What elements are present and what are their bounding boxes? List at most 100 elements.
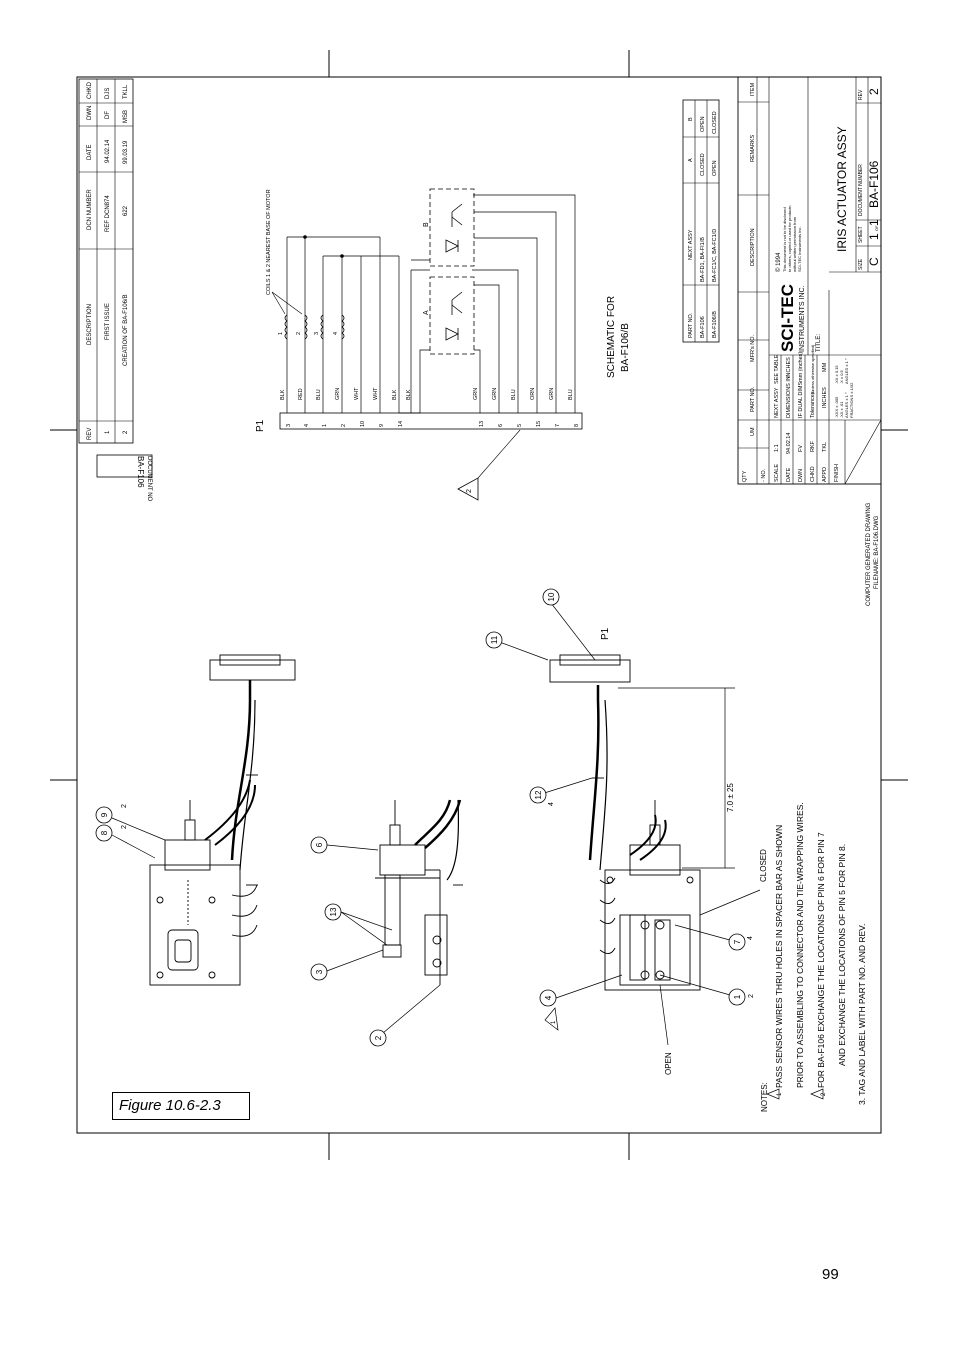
date-value: 94.02.14 bbox=[786, 433, 792, 454]
chkd-value: RKF bbox=[810, 440, 816, 452]
schematic: P1 3 4 1 2 10 9 14 13 6 5 15 7 8 bbox=[255, 188, 631, 501]
b-header: B bbox=[688, 117, 694, 121]
wire-color: ORN bbox=[530, 388, 536, 400]
rev-label: REV bbox=[858, 89, 864, 100]
assembly-top-view bbox=[149, 654, 296, 986]
coils-note: COILS 1 & 2 NEAREST BASE OF MOTOR bbox=[266, 189, 272, 295]
pin-label: 9 bbox=[379, 424, 385, 427]
bom-item: ITEM bbox=[750, 82, 756, 96]
pin-label: 10 bbox=[360, 421, 366, 427]
notes-flag bbox=[766, 1088, 780, 1100]
registration-marks bbox=[50, 50, 908, 1160]
tol-mm-1: .XX ± 0.15 bbox=[834, 365, 839, 384]
revision-value: 2 bbox=[867, 88, 881, 95]
qty-8: 2 bbox=[121, 825, 128, 829]
closed-label: CLOSED bbox=[759, 849, 768, 882]
wire-color: BLU bbox=[316, 389, 322, 400]
description-header: DESCRIPTION bbox=[87, 304, 93, 345]
schematic-title: SCHEMATIC FOR bbox=[606, 296, 617, 378]
see-table: SEE TABLE bbox=[774, 354, 780, 384]
pin-label: 14 bbox=[398, 421, 404, 427]
dwn-label: DWN bbox=[798, 469, 804, 482]
wire-color: BLK bbox=[392, 389, 398, 400]
dims-in-unit: INCHES bbox=[786, 357, 792, 378]
copyright-note: without written permission from bbox=[792, 216, 797, 272]
balloon-10: 10 bbox=[547, 592, 556, 601]
chkd-label: CHKD bbox=[810, 466, 816, 482]
note-flag-number: 2 bbox=[466, 489, 473, 493]
bom-no: - NO. bbox=[761, 468, 767, 482]
pin-label: 1 bbox=[322, 424, 328, 427]
notes-header: NOTES: bbox=[760, 1082, 769, 1112]
dual-dims-label: IF DUAL DIMS bbox=[798, 382, 804, 418]
pin-label: 6 bbox=[498, 424, 504, 427]
sensor-a-label: A bbox=[423, 310, 430, 315]
coil-label: 4 bbox=[333, 332, 339, 335]
note-1a: PASS SENSOR WIRES THRU HOLES IN SPACER B… bbox=[774, 825, 784, 1088]
wire-color: BLK bbox=[406, 389, 412, 400]
next-assy-header: NEXT ASSY bbox=[688, 229, 694, 260]
note-2b: AND EXCHANGE THE LOCATIONS OF PIN 5 FOR … bbox=[837, 844, 847, 1066]
appd-value: TKL bbox=[822, 442, 828, 452]
rev-row2-rev: 2 bbox=[123, 430, 129, 434]
date-label: DATE bbox=[786, 467, 792, 482]
tolerances-note: (unless otherwise specified) bbox=[810, 344, 815, 394]
rev-row2-dcn: 622 bbox=[123, 205, 129, 216]
assembly-flag bbox=[544, 1007, 559, 1031]
wire-color: BLU bbox=[568, 389, 574, 400]
part-row2-a: OPEN bbox=[712, 160, 718, 176]
dims-in-label: DIMENSIONS IN bbox=[786, 376, 792, 418]
balloon-7: 7 bbox=[733, 939, 742, 944]
sheet-label: SHEET bbox=[858, 226, 864, 243]
part-header: PART NO. bbox=[688, 312, 694, 338]
scale-value: 1:1 bbox=[774, 444, 780, 452]
pin-label: 7 bbox=[555, 424, 561, 427]
sheet-total: 1 bbox=[867, 219, 881, 226]
part-table: PART NO. NEXT ASSY A B BA-F106 BA-FD1, B… bbox=[682, 99, 720, 343]
connector-block bbox=[279, 412, 583, 430]
dwn-header: DWN bbox=[87, 106, 93, 120]
wire-color: RED bbox=[298, 388, 304, 400]
bom-mfr: MFR's NO. bbox=[750, 335, 756, 362]
tol-inches: INCHES bbox=[822, 387, 828, 408]
assembly-bottom-view bbox=[549, 654, 701, 991]
wire-color: WHT bbox=[373, 387, 379, 400]
pin-label: 4 bbox=[304, 424, 310, 427]
pin-label: 15 bbox=[536, 421, 542, 427]
part-row2-part: BA-F106/B bbox=[712, 311, 718, 338]
dimension-line bbox=[618, 687, 735, 869]
qty-9: 2 bbox=[121, 804, 128, 808]
note-flag bbox=[457, 477, 479, 501]
qty-12: 4 bbox=[548, 802, 555, 806]
rev-row1-chkd: DJS bbox=[105, 88, 111, 99]
rev-row1-date: 94.02.14 bbox=[105, 139, 111, 163]
a-header: A bbox=[688, 158, 694, 162]
rev-row2-date: 99.03.19 bbox=[123, 140, 129, 164]
note-2a: FOR BA-F106 EXCHANGE THE LOCATIONS OF PI… bbox=[816, 832, 826, 1088]
opto-sensors bbox=[429, 188, 475, 355]
assembly-side-view bbox=[375, 799, 463, 985]
size-label: SIZE bbox=[858, 258, 864, 270]
page-number: 99 bbox=[822, 1266, 839, 1283]
sensor-b-label: B bbox=[423, 222, 430, 227]
company-name: INSTRUMENTS INC. bbox=[799, 285, 806, 352]
coil-label: 2 bbox=[296, 332, 302, 335]
drawing-title: IRIS ACTUATOR ASSY bbox=[835, 126, 849, 252]
revision-table: REV DESCRIPTION DCN NUMBER DATE DWN CHKD… bbox=[78, 78, 153, 502]
note-3: 3. TAG AND LABEL WITH PART NO. AND REV. bbox=[857, 924, 867, 1105]
bom-qty: QTY bbox=[742, 470, 748, 482]
figure-label-box: Figure 10.6-2.3 bbox=[112, 1092, 250, 1120]
notes: NOTES: 1 PASS SENSOR WIRES THRU HOLES IN… bbox=[760, 802, 867, 1112]
document-number: BA-F106 bbox=[867, 160, 881, 208]
copyright-note: SCI-TEC Instruments Inc. bbox=[797, 226, 802, 272]
wire-color: GRN bbox=[335, 388, 341, 400]
balloon-2: 2 bbox=[374, 1035, 383, 1040]
dual-dims-unit: mm (inches) bbox=[798, 352, 804, 382]
finish-label: FINISH bbox=[834, 464, 840, 482]
part-row1-b: OPEN bbox=[700, 116, 706, 132]
balloon-4: 4 bbox=[544, 995, 553, 1000]
chkd-header: CHKD bbox=[87, 81, 93, 99]
tolerances-label: Tolerances bbox=[810, 391, 816, 418]
qty-7: 4 bbox=[747, 936, 754, 940]
date-header: DATE bbox=[87, 144, 93, 160]
